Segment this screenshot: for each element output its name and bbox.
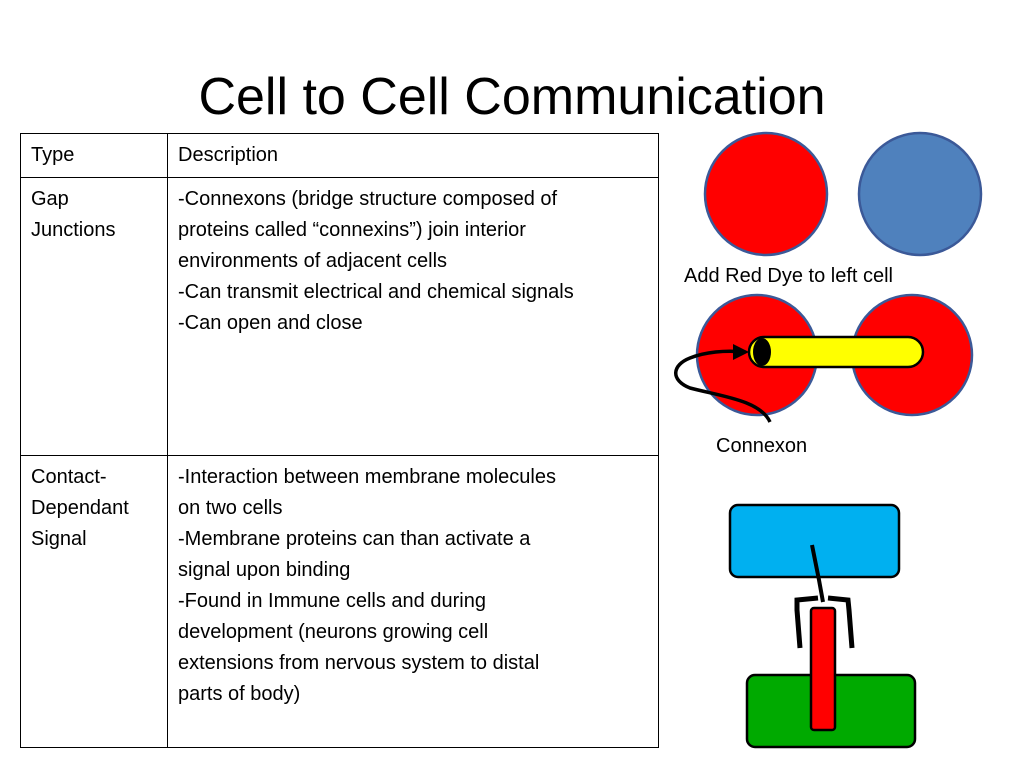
cell-diagram [674,131,983,749]
type-text: Signal [31,528,87,550]
description-line: development (neurons growing cell [178,621,489,643]
receptor-right-arm [827,595,855,649]
type-text: Gap [31,188,69,210]
signal-ligand [810,544,825,603]
receptor-left-arm [794,595,819,649]
description-line: signal upon binding [178,559,351,581]
membrane-receptor [809,606,837,732]
description-cell: -Connexons (bridge structure composed of… [167,177,659,456]
connexon-label: Connexon [716,435,808,457]
description-line: -Can open and close [178,312,363,334]
table-header-row: Type Description [20,133,659,178]
table-row-contact-dependant: Contact- Dependant Signal -Interaction b… [20,455,659,748]
communication-table: Type Description Gap Junctions -Connexon… [20,133,659,748]
description-line: on two cells [178,497,283,519]
connexon-pointer-arrow [674,349,772,423]
description-line: -Interaction between membrane molecules [178,466,556,488]
type-cell: Gap Junctions [20,177,168,456]
type-text: Junctions [31,219,116,241]
arrow-head [733,344,749,360]
description-line: -Membrane proteins can than activate a [178,528,531,550]
connexon-tube [747,335,925,369]
description-line: environments of adjacent cells [178,250,448,272]
description-line: -Can transmit electrical and chemical si… [178,281,574,303]
table-row-gap-junctions: Gap Junctions -Connexons (bridge structu… [20,177,659,456]
type-text: Dependant [31,497,129,519]
left-cell-red [703,131,829,257]
description-line: -Connexons (bridge structure composed of [178,188,558,210]
description-line: extensions from nervous system to distal [178,652,540,674]
slide-title: Cell to Cell Communication [198,68,826,126]
add-red-dye-label: Add Red Dye to left cell [684,265,893,287]
description-line: parts of body) [178,683,301,705]
type-text: Contact- [31,466,107,488]
description-cell: -Interaction between membrane molecules … [167,455,659,748]
description-line: -Found in Immune cells and during [178,590,486,612]
header-description: Description [167,133,659,178]
description-line: proteins called “connexins”) join interi… [178,219,526,241]
header-type: Type [20,133,168,178]
signaling-cell-top [728,503,901,579]
type-cell: Contact- Dependant Signal [20,455,168,748]
right-cell-blue [857,131,983,257]
